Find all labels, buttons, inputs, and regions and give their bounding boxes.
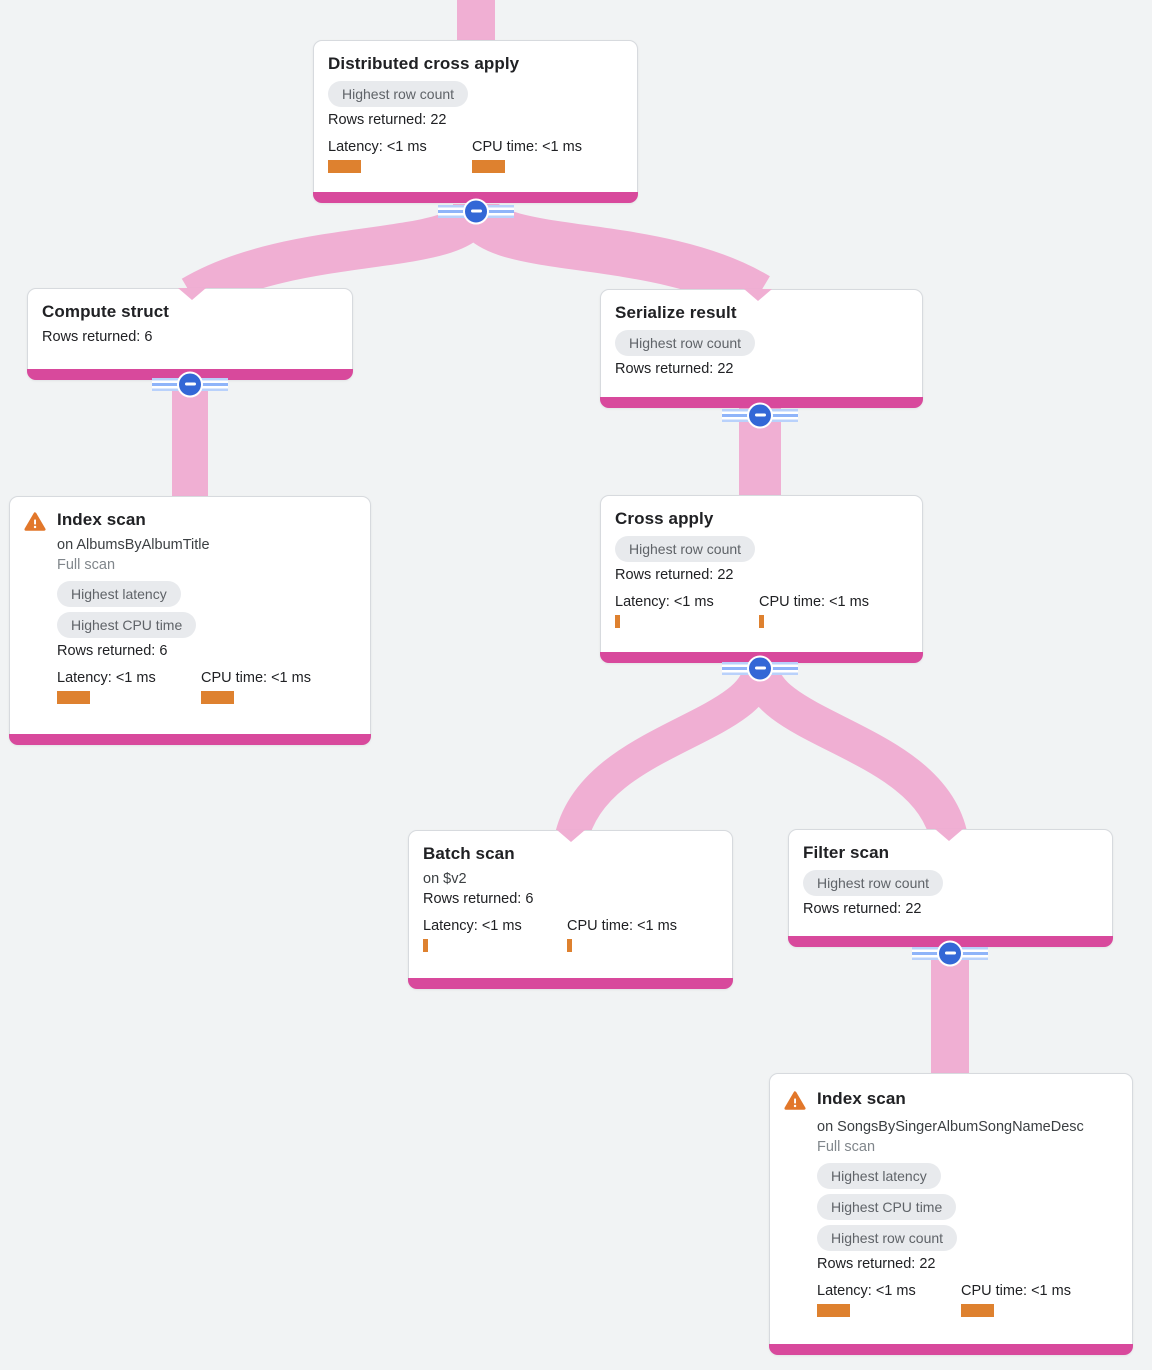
scan-target: on $v2	[423, 871, 467, 887]
edge-arrow-tip	[744, 289, 772, 301]
cpu-time-label: CPU time: <1 ms	[759, 594, 869, 610]
scan-target: on SongsBySingerAlbumSongNameDesc	[817, 1119, 1084, 1135]
node-title: Cross apply	[615, 509, 714, 528]
rows-returned: Rows returned: 6	[42, 329, 153, 345]
latency-label: Latency: <1 ms	[328, 139, 427, 155]
latency-label: Latency: <1 ms	[615, 594, 714, 610]
node-title: Index scan	[57, 510, 146, 529]
badge-highest-latency: Highest latency	[817, 1163, 941, 1189]
edge-to-serialize-result	[453, 200, 770, 317]
node-footer-bar	[769, 1344, 1133, 1355]
node-title: Index scan	[817, 1089, 906, 1108]
cpu-time-bar	[472, 160, 505, 173]
node-title: Serialize result	[615, 303, 737, 322]
plan-node-batch-scan[interactable]: Batch scan on $v2 Rows returned: 6 Laten…	[408, 830, 733, 989]
badge-highest-cpu-time: Highest CPU time	[817, 1194, 957, 1220]
cpu-time-bar	[567, 939, 572, 952]
node-title: Compute struct	[42, 302, 170, 321]
badge-highest-row-count: Highest row count	[328, 81, 469, 107]
collapse-toggle-distributed-cross-apply[interactable]	[438, 198, 514, 225]
collapse-toggle-serialize-result[interactable]	[722, 402, 798, 429]
badge-highest-row-count: Highest row count	[615, 536, 756, 562]
edge-arrow-tip	[178, 288, 206, 300]
scan-mode: Full scan	[817, 1139, 876, 1155]
cpu-time-bar	[201, 691, 234, 704]
plan-node-distributed-cross-apply[interactable]: Distributed cross apply Highest row coun…	[313, 40, 638, 203]
edge-to-filter-scan	[741, 663, 968, 843]
node-title: Filter scan	[803, 843, 890, 862]
cpu-time-label: CPU time: <1 ms	[961, 1283, 1071, 1299]
cpu-time-label: CPU time: <1 ms	[567, 918, 677, 934]
collapse-toggle-filter-scan[interactable]	[912, 940, 988, 967]
rows-returned: Rows returned: 6	[57, 643, 168, 659]
edge-to-batch-scan	[554, 663, 777, 845]
plan-node-index-scan-songs[interactable]: Index scan on SongsBySingerAlbumSongName…	[769, 1073, 1133, 1355]
edge-to-compute-struct	[181, 200, 496, 314]
latency-bar	[423, 939, 428, 952]
collapse-minus-icon	[747, 655, 773, 681]
latency-bar	[57, 691, 90, 704]
badge-highest-latency: Highest latency	[57, 581, 181, 607]
plan-node-index-scan-albums[interactable]: Index scan on AlbumsByAlbumTitle Full sc…	[9, 496, 371, 745]
rows-returned: Rows returned: 22	[817, 1256, 936, 1272]
node-footer-bar	[313, 192, 638, 203]
badge-highest-row-count: Highest row count	[803, 870, 944, 896]
node-footer-bar	[9, 734, 371, 745]
rows-returned: Rows returned: 6	[423, 891, 534, 907]
node-title: Distributed cross apply	[328, 54, 520, 73]
plan-node-compute-struct[interactable]: Compute struct Rows returned: 6	[27, 288, 353, 380]
latency-label: Latency: <1 ms	[423, 918, 522, 934]
rows-returned: Rows returned: 22	[328, 112, 447, 128]
scan-mode: Full scan	[57, 557, 116, 573]
collapse-toggle-cross-apply[interactable]	[722, 655, 798, 682]
badge-highest-cpu-time: Highest CPU time	[57, 612, 197, 638]
badge-highest-row-count: Highest row count	[615, 330, 756, 356]
rows-returned: Rows returned: 22	[803, 901, 922, 917]
cpu-time-bar	[961, 1304, 994, 1317]
edge-arrow-tip	[935, 829, 963, 841]
latency-label: Latency: <1 ms	[57, 670, 156, 686]
collapse-minus-icon	[177, 371, 203, 397]
collapse-toggle-compute-struct[interactable]	[152, 371, 228, 398]
latency-label: Latency: <1 ms	[817, 1283, 916, 1299]
plan-node-filter-scan[interactable]: Filter scan Highest row count Rows retur…	[788, 829, 1113, 947]
cpu-time-bar	[759, 615, 764, 628]
badge-highest-row-count: Highest row count	[817, 1225, 958, 1251]
cpu-time-label: CPU time: <1 ms	[201, 670, 311, 686]
scan-target: on AlbumsByAlbumTitle	[57, 537, 210, 553]
edge-arrow-tip	[557, 830, 585, 842]
plan-node-cross-apply[interactable]: Cross apply Highest row count Rows retur…	[600, 495, 923, 663]
warning-icon	[784, 1090, 806, 1317]
node-title: Batch scan	[423, 844, 515, 863]
node-footer-bar	[408, 978, 733, 989]
warning-icon	[24, 511, 46, 704]
latency-bar	[817, 1304, 850, 1317]
collapse-minus-icon	[937, 940, 963, 966]
collapse-minus-icon	[747, 402, 773, 428]
rows-returned: Rows returned: 22	[615, 567, 734, 583]
plan-node-serialize-result[interactable]: Serialize result Highest row count Rows …	[600, 289, 923, 408]
rows-returned: Rows returned: 22	[615, 361, 734, 377]
cpu-time-label: CPU time: <1 ms	[472, 139, 582, 155]
latency-bar	[615, 615, 620, 628]
collapse-minus-icon	[463, 198, 489, 224]
latency-bar	[328, 160, 361, 173]
